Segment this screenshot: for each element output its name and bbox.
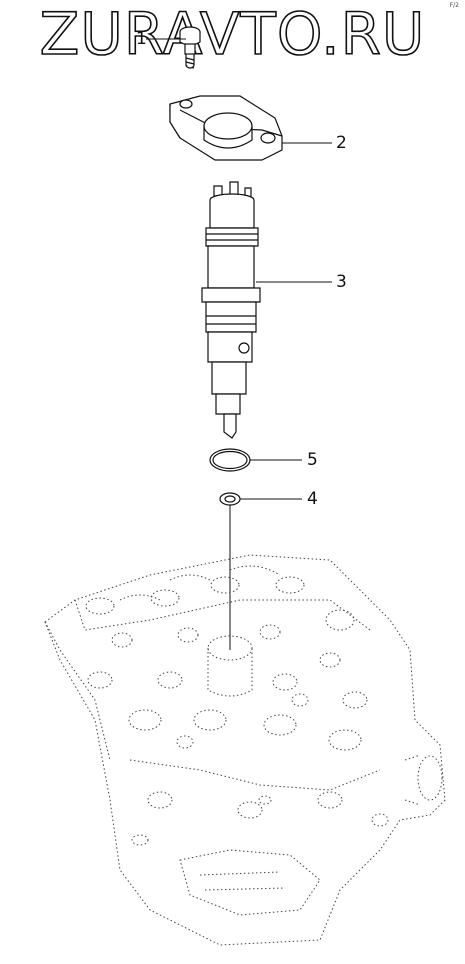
callout-1: 1: [136, 29, 147, 49]
corner-mark: F/2: [449, 2, 459, 9]
callout-3: 3: [336, 272, 347, 292]
washer-hole: [224, 495, 236, 503]
callout-4: 4: [307, 489, 318, 509]
injector-part: [201, 181, 261, 439]
o-ring-inner: [212, 450, 248, 470]
cylinder-head-part: [44, 554, 446, 946]
watermark-logo: ZURAVTO.RU: [39, 0, 426, 68]
callout-2: 2: [336, 133, 347, 153]
clamp-part: [169, 95, 283, 161]
callout-5: 5: [307, 450, 318, 470]
bolt-part: [179, 26, 201, 69]
